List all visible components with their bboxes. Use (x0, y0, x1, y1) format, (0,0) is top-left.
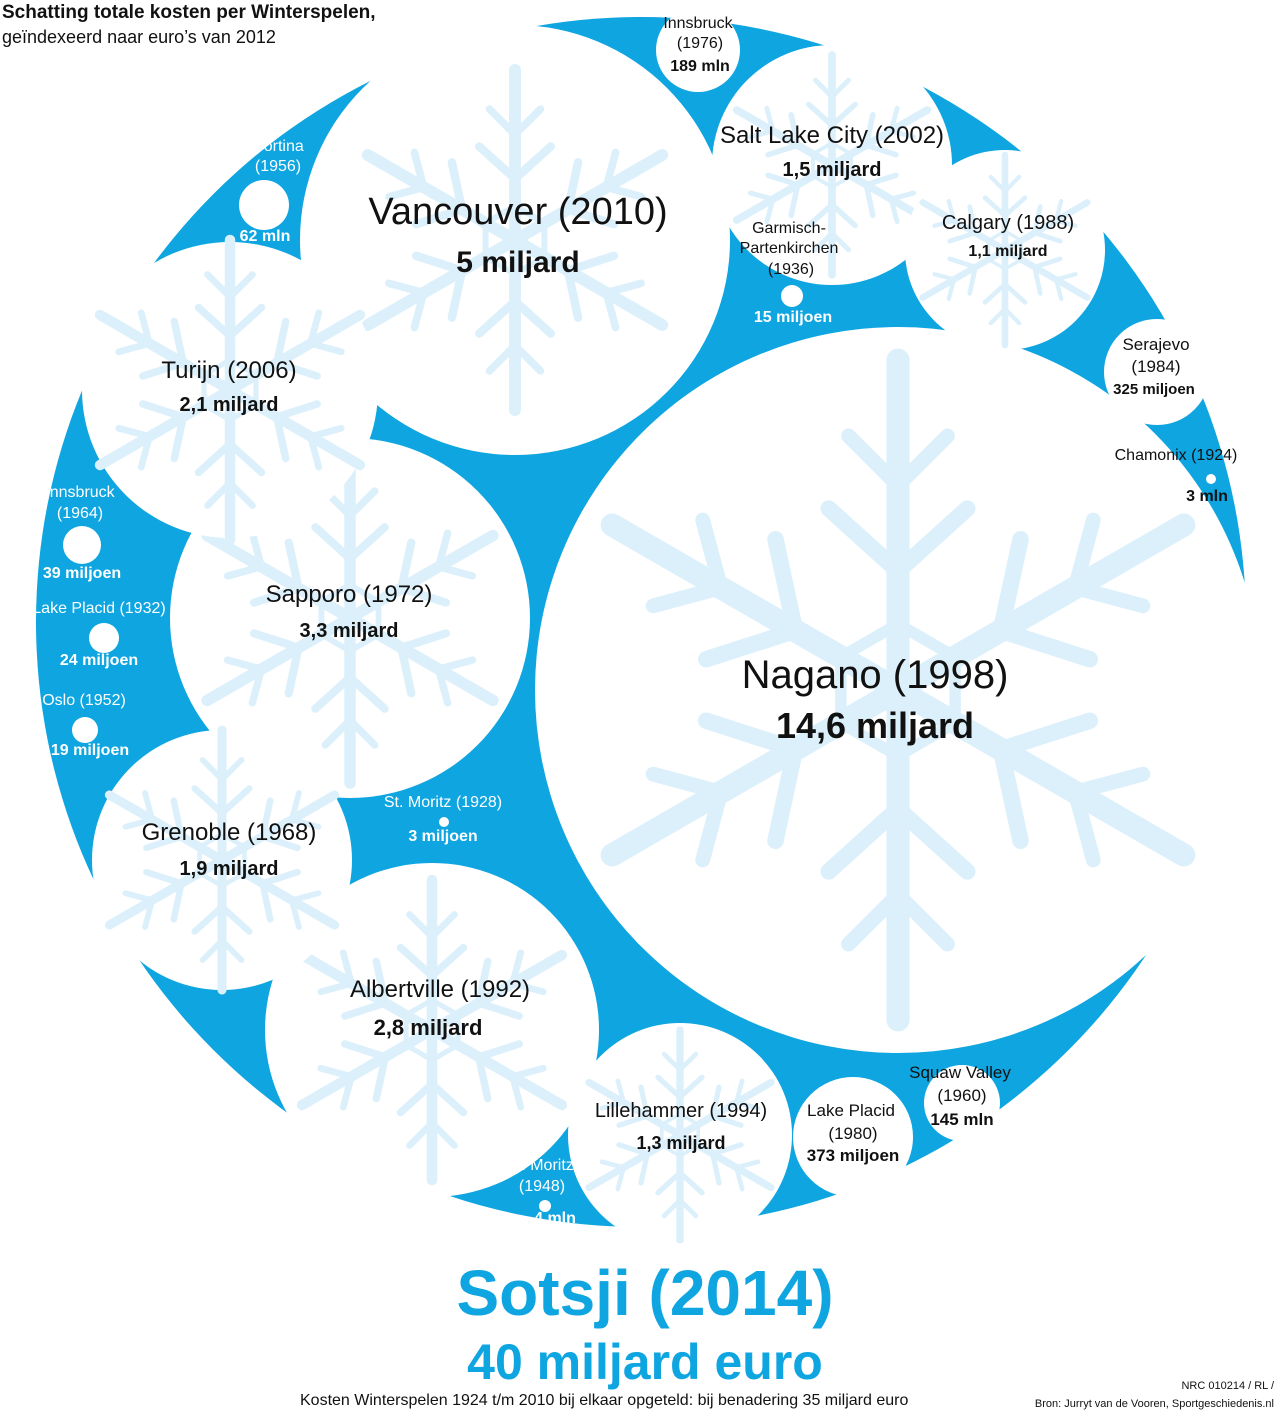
bubble-st-moritz-1928 (439, 817, 449, 827)
bubble-chamonix-1924 (1206, 474, 1216, 484)
bubble-value-label: 2,1 miljard (180, 394, 279, 416)
bubble-city-label: Lake Placid (807, 1101, 895, 1120)
bubble-name-label: Nagano (1998) (742, 653, 1009, 697)
bubble-lake-placid-1932 (89, 623, 119, 653)
bubble-value-label: 1,9 miljard (180, 858, 279, 880)
bubble-value-label: 1,5 miljard (783, 159, 882, 181)
bubble-innsbruck-1976 (656, 8, 740, 92)
credit-source: Bron: Jurryt van de Vooren, Sportgeschie… (1034, 1398, 1274, 1410)
bubble-name-label: Salt Lake City (2002) (720, 122, 944, 149)
bubble-value-label: 189 mln (670, 58, 730, 75)
bubble-value-label: 1,1 miljard (968, 243, 1047, 260)
bubble-name-label: Lake Placid (1932) (32, 600, 165, 617)
bubble-value-label: 5 miljard (456, 246, 579, 279)
bubble-name-label: Oslo (1952) (42, 692, 126, 709)
bubble-year-label: (1964) (57, 505, 103, 522)
bubble-cortina-1956 (239, 180, 289, 230)
bubble-squaw-valley-1960 (924, 1065, 1000, 1141)
bubble-serajevo-1984 (1104, 319, 1210, 425)
bubble-value-label: 39 miljoen (43, 565, 121, 582)
total-title: Sotsji (2014) (456, 1257, 834, 1329)
bubble-value-label: 15 miljoen (754, 309, 832, 326)
bubble-city-label: St. Moritz (506, 1157, 574, 1174)
bubble-value-label: 373 miljoen (807, 1146, 900, 1165)
bubble-value-label: 3 miljoen (408, 828, 477, 845)
bubble-city-label: Squaw Valley (909, 1063, 1011, 1082)
page-heading: Schatting totale kosten per Winterspelen… (2, 2, 376, 48)
bubble-year-label: (1984) (1131, 357, 1180, 376)
sum-note: Kosten Winterspelen 1924 t/m 2010 bij el… (300, 1392, 909, 1409)
bubble-name-label: Grenoble (1968) (142, 819, 317, 846)
bubble-name-label: Sapporo (1972) (266, 581, 433, 608)
bubble-name-label: St. Moritz (1928) (384, 794, 502, 811)
bubble-name-label: Calgary (1988) (942, 212, 1074, 234)
bubble-city-label: Cortina (252, 138, 304, 155)
bubble-city-label: Innsbruck (663, 15, 733, 32)
total-value: 40 miljard euro (467, 1334, 823, 1390)
bubble-layer (63, 8, 1261, 1247)
bubble-value-label: 62 mln (240, 228, 291, 245)
bubble-city-label: Innsbruck (45, 484, 115, 501)
bubble-city-label: Serajevo (1122, 335, 1189, 354)
bubble-value-label: 2,8 miljard (374, 1015, 483, 1040)
bubble-value-label: 3,3 miljard (300, 620, 399, 642)
bubble-garmisch-partenkirchen-1936 (781, 285, 803, 307)
bubble-name-label: Chamonix (1924) (1115, 447, 1238, 464)
bubble-year-label: (1980) (828, 1124, 877, 1143)
bubble-lake-placid-1980 (793, 1077, 913, 1197)
credit-code: NRC 010214 / RL / (1181, 1380, 1274, 1392)
bubble-value-label: 145 mln (930, 1110, 993, 1129)
bubble-year-label: (1976) (677, 35, 723, 52)
bubble-year-label: (1948) (519, 1178, 565, 1195)
label-layer: Nagano (1998) 14,6 miljard Vancouver (2010… (32, 15, 1237, 1227)
bubble-city-label-part: Partenkirchen (740, 240, 839, 257)
bubble-value-label: 14,6 miljard (776, 705, 974, 746)
bubble-value-label: 325 miljoen (1113, 381, 1195, 398)
bubble-value-label: 4 mln (534, 1210, 576, 1227)
bubble-value-label: 24 miljoen (60, 652, 138, 669)
bubble-oslo-1952 (72, 717, 98, 743)
bubble-value-label: 19 miljoen (51, 742, 129, 759)
page-subtitle: geïndexeerd naar euro’s van 2012 (2, 27, 276, 47)
bubble-name-label: Turijn (2006) (161, 357, 296, 384)
bubble-innsbruck-1964 (63, 526, 101, 564)
bubble-name-label: Albertville (1992) (350, 976, 530, 1003)
bubble-city-label-part: Garmisch- (752, 220, 826, 237)
page-title: Schatting totale kosten per Winterspelen… (2, 2, 376, 23)
bubble-year-label: (1936) (768, 261, 814, 278)
bubble-st-moritz-1948 (539, 1200, 551, 1212)
bubble-year-label: (1960) (937, 1086, 986, 1105)
bubble-year-label: (1956) (255, 158, 301, 175)
bubble-name-label: Lillehammer (1994) (595, 1100, 767, 1122)
bubble-value-label: 1,3 miljard (636, 1133, 725, 1153)
bubble-value-label: 3 mln (1186, 488, 1228, 505)
bubble-name-label: Vancouver (2010) (368, 191, 667, 233)
